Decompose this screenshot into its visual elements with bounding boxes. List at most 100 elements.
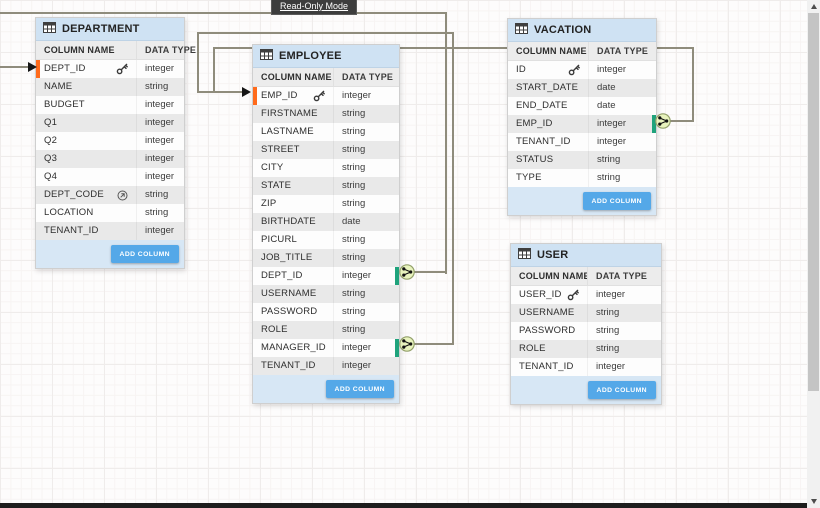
- column-name: PICURL: [261, 234, 298, 245]
- relationship-line: [413, 271, 446, 273]
- column-data-type: date: [588, 97, 656, 115]
- column-name: MANAGER_ID: [261, 342, 326, 353]
- column-name-header: COLUMN NAME: [519, 271, 587, 281]
- column-data-type: string: [333, 177, 399, 195]
- table-card-header[interactable]: DEPARTMENT: [36, 18, 184, 41]
- column-name: NAME: [44, 81, 73, 92]
- scroll-down-icon: [810, 499, 817, 504]
- column-data-type: integer: [587, 358, 661, 376]
- column-data-type: string: [333, 141, 399, 159]
- relationship-one-end-arrow-icon: [242, 87, 251, 97]
- column-name: ROLE: [261, 324, 288, 335]
- column-name: ROLE: [519, 343, 546, 354]
- add-column-button[interactable]: ADD COLUMN: [587, 381, 656, 399]
- scroll-down-button[interactable]: [807, 495, 820, 508]
- relationship-line: [0, 66, 28, 68]
- column-data-type: string: [136, 204, 184, 222]
- relationship-line: [692, 47, 694, 121]
- add-column-button[interactable]: ADD COLUMN: [325, 380, 394, 398]
- table-title: EMPLOYEE: [279, 50, 342, 62]
- horizontal-scrollbar[interactable]: [0, 503, 807, 508]
- column-name: DEPT_CODE: [36, 186, 136, 204]
- table-card-header[interactable]: VACATION: [508, 19, 656, 42]
- column-row-state[interactable]: STATE string: [253, 177, 399, 195]
- column-row-manager_id[interactable]: MANAGER_ID integer: [253, 339, 399, 357]
- column-name: PASSWORD: [261, 306, 318, 317]
- column-name: USER_ID: [511, 286, 587, 304]
- column-name: DEPT_ID: [36, 60, 136, 78]
- column-data-type: integer: [136, 132, 184, 150]
- relationship-line: [669, 120, 694, 122]
- scroll-up-icon: [810, 4, 817, 9]
- column-data-type: integer: [333, 87, 399, 105]
- relationship-many-end-icon: [399, 336, 415, 352]
- relationship-line: [452, 32, 454, 345]
- column-data-type: string: [588, 169, 656, 187]
- column-name: STATUS: [516, 154, 554, 165]
- column-row-budget[interactable]: BUDGET integer: [36, 96, 184, 114]
- generated-column-icon: [117, 190, 128, 204]
- column-name: DEPT_ID: [261, 270, 303, 281]
- table-icon: [515, 21, 528, 39]
- column-data-type: integer: [136, 96, 184, 114]
- column-data-type: integer: [333, 339, 399, 357]
- column-name: STATE: [261, 180, 292, 191]
- column-data-type: integer: [136, 60, 184, 78]
- scroll-up-button[interactable]: [807, 0, 820, 13]
- column-name: BIRTHDATE: [261, 216, 316, 227]
- vertical-scrollbar[interactable]: [807, 0, 820, 508]
- vertical-scrollbar-thumb[interactable]: [808, 13, 819, 391]
- add-column-button[interactable]: ADD COLUMN: [582, 192, 651, 210]
- column-name: BUDGET: [44, 99, 85, 110]
- table-card-header[interactable]: EMPLOYEE: [253, 45, 399, 68]
- table-card-header[interactable]: USER: [511, 244, 661, 267]
- column-data-type: integer: [333, 357, 399, 375]
- add-column-button[interactable]: ADD COLUMN: [110, 245, 179, 263]
- column-name: Q4: [44, 171, 58, 182]
- column-data-type: string: [587, 304, 661, 322]
- column-data-type: string: [333, 249, 399, 267]
- foreign-key-marker: [652, 115, 656, 133]
